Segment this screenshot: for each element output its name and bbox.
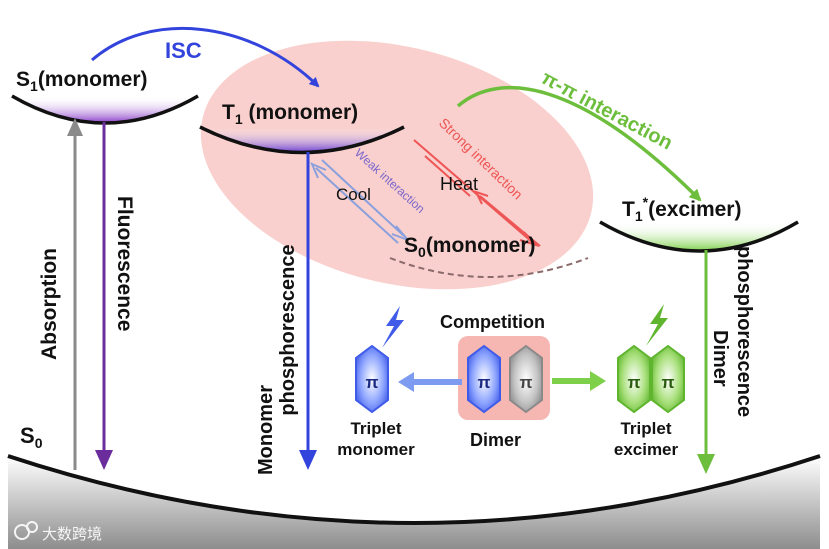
absorption-label: Absorption	[38, 248, 61, 360]
isc-arrow	[91, 26, 320, 88]
fluorescence-arrowhead	[95, 450, 113, 470]
dimer-phosphorescence-label-2: phosphorescence	[733, 246, 755, 417]
arrow-to-triplet-monomer	[398, 372, 462, 392]
triplet-excimer-label-2: excimer	[614, 440, 679, 459]
triplet-excimer-pi-left: π	[627, 373, 640, 392]
s0-monomer-dashed-curve	[389, 257, 589, 278]
isc-label: ISC	[165, 38, 202, 63]
triplet-region-ellipse	[200, 40, 594, 290]
competition-label: Competition	[440, 312, 545, 332]
weak-interaction-arrows	[310, 159, 409, 244]
absorption-arrowhead	[67, 118, 83, 136]
t1-well-curve	[199, 125, 405, 155]
lightning-blue-icon	[382, 306, 404, 348]
s1-label: S1(monomer)	[16, 68, 147, 94]
s0-ground-well	[8, 456, 820, 549]
triplet-excimer-label-1: Triplet	[620, 419, 671, 438]
dimer-phosphorescence-arrowhead	[697, 454, 715, 474]
watermark-text: 大数跨境	[42, 525, 102, 543]
monomer-phosphorescence-arrowhead	[299, 450, 317, 470]
monomer-phosphorescence-label-1: Monomer	[255, 385, 277, 475]
lightning-green-icon	[646, 304, 668, 346]
dimer-phosphorescence-label-1: Dimer	[709, 330, 731, 387]
triplet-monomer-pi: π	[365, 373, 378, 392]
t1-label: T1 (monomer)	[222, 101, 358, 127]
dimer-gray-pi: π	[519, 373, 532, 392]
dimer-gray-hexagon: π	[509, 344, 543, 414]
heat-label: Heat	[440, 174, 478, 194]
t1-excimer-well-curve	[599, 220, 799, 253]
triplet-monomer-hexagon: π	[355, 306, 404, 414]
strong-interaction-arrows	[413, 139, 541, 248]
dimer-blue-hexagon: π	[467, 344, 501, 414]
triplet-monomer-label-2: monomer	[337, 440, 415, 459]
dimer-label: Dimer	[470, 430, 521, 450]
arrow-to-triplet-excimer	[552, 371, 606, 391]
cool-label: Cool	[336, 185, 371, 204]
dimer-blue-pi: π	[477, 373, 490, 392]
triplet-excimer-pi-right: π	[661, 373, 674, 392]
t1-excimer-label: T1*(excimer)	[622, 194, 741, 224]
pipi-arrow	[456, 85, 702, 202]
monomer-phosphorescence-label-2: phosphorescence	[277, 244, 299, 415]
s0-ground-curve	[7, 454, 821, 525]
s0-ground-label: S0	[20, 423, 43, 451]
fluorescence-label: Fluorescence	[113, 196, 136, 331]
s0-monomer-label: S0(monomer)	[404, 234, 535, 260]
watermark: 大数跨境	[14, 521, 102, 543]
triplet-monomer-label-1: Triplet	[350, 419, 401, 438]
triplet-excimer-hexagons: π π	[617, 304, 685, 414]
